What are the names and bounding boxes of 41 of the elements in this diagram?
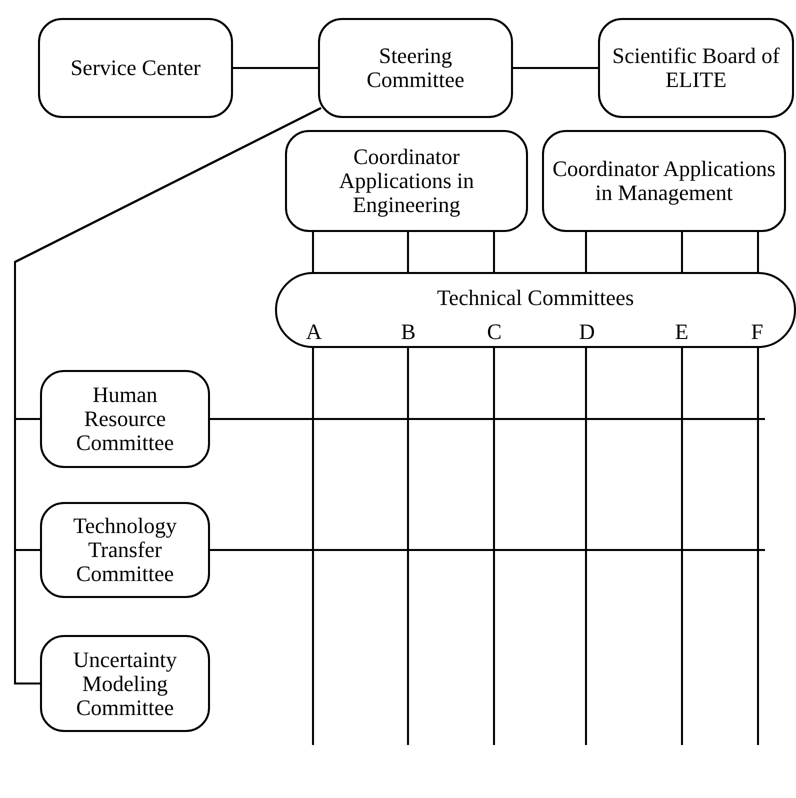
connector-line [585, 232, 587, 272]
committee-box [40, 635, 210, 732]
column-letter: F [751, 320, 764, 344]
box-label: Human Resource Committee [75, 383, 175, 455]
connector-line [210, 418, 765, 420]
box-label: Technical Committees [436, 286, 634, 310]
connector-line [681, 232, 683, 272]
committee-box [598, 18, 794, 118]
box-label: Technology Transfer Committee [72, 514, 178, 586]
committee-box [285, 130, 528, 232]
column-letter: A [306, 320, 322, 344]
box-label: Scientific Board of ELITE [611, 44, 781, 92]
connector-line [493, 232, 495, 272]
box-label: Service Center [70, 56, 201, 80]
connector-line [233, 67, 318, 69]
box-label: Steering Committee [366, 44, 466, 92]
committee-box [38, 18, 233, 118]
connector-line [210, 549, 765, 551]
column-letter: E [675, 320, 688, 344]
column-letter: C [487, 320, 502, 344]
committee-box [542, 130, 786, 232]
connector-line [407, 348, 409, 745]
connector-line [681, 348, 683, 745]
connector-line [513, 67, 598, 69]
connector-line [312, 232, 314, 272]
committee-box [40, 502, 210, 598]
column-letter: B [401, 320, 416, 344]
connector-line [757, 232, 759, 272]
connector-line [312, 348, 314, 745]
box-label: Coordinator Applications in Management [552, 157, 776, 205]
connector-line [493, 348, 495, 745]
box-label: Coordinator Applications in Engineering [338, 145, 476, 217]
committee-box [318, 18, 513, 118]
connector-line [14, 107, 322, 684]
column-letter: D [579, 320, 595, 344]
committee-box [40, 370, 210, 468]
box-label: Uncertainty Modeling Committee [72, 648, 178, 720]
committee-band [275, 272, 796, 348]
connector-line [757, 348, 759, 745]
connector-line [585, 348, 587, 745]
connector-line [407, 232, 409, 272]
